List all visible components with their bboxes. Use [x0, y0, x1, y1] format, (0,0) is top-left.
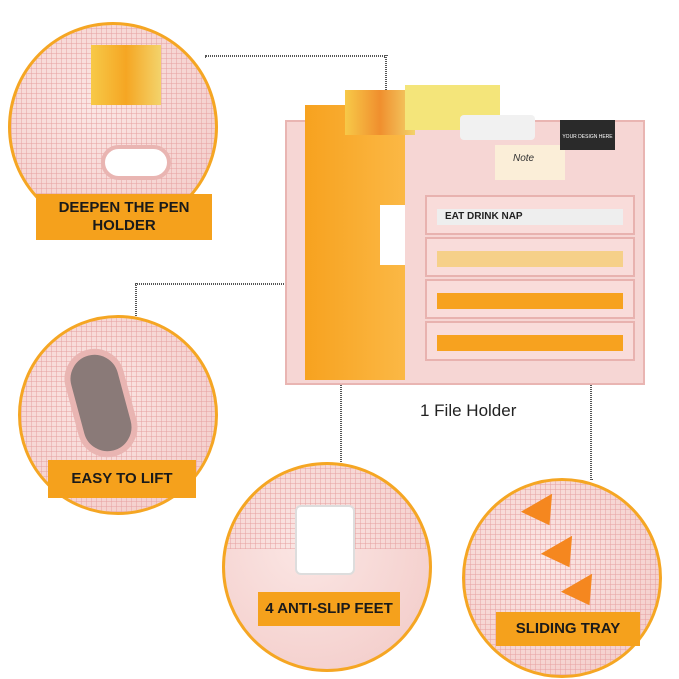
- leader-line: [135, 283, 137, 318]
- note-pad: Note: [495, 145, 565, 180]
- book: EAT DRINK NAP: [437, 209, 623, 225]
- callout-label-anti-slip-feet: 4 ANTI-SLIP FEET: [258, 592, 400, 626]
- callout-label-pen-holder: DEEPEN THE PEN HOLDER: [36, 194, 212, 240]
- design-text: YOUR DESIGN HERE: [562, 134, 613, 140]
- design-card: YOUR DESIGN HERE: [560, 120, 615, 150]
- callout-text: DEEPEN THE PEN HOLDER: [58, 199, 190, 234]
- callout-label-easy-to-lift: EASY TO LIFT: [48, 460, 196, 498]
- file-holder-caption: 1 File Holder: [420, 401, 517, 420]
- feet-detail-circle: [222, 462, 432, 672]
- callout-text: 4 ANTI-SLIP FEET: [265, 600, 393, 617]
- callout-text: SLIDING TRAY: [515, 620, 621, 637]
- note-text: Note: [513, 153, 535, 164]
- callout-text: EASY TO LIFT: [71, 470, 173, 487]
- desk-organizer-product: Note YOUR DESIGN HERE EAT DRINK NAP: [285, 85, 645, 385]
- sliding-tray-detail-circle: [462, 478, 662, 678]
- callout-label-sliding-tray: SLIDING TRAY: [496, 612, 640, 646]
- book-text: EAT DRINK NAP: [445, 211, 523, 222]
- leader-line: [205, 55, 385, 57]
